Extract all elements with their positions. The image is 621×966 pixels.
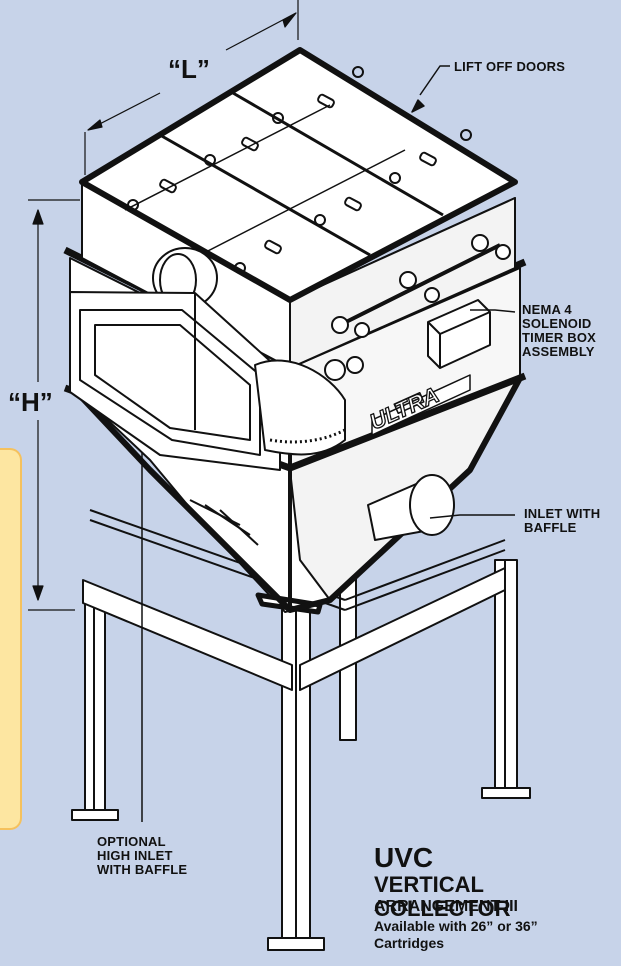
support-stand: [71, 388, 531, 951]
caption-subtitle: VERTICAL COLLECTOR: [374, 872, 511, 921]
front-inlet: [367, 474, 455, 541]
dimension-height-label: “H”: [8, 387, 53, 417]
logo-plate: [371, 374, 471, 436]
inlet-baffle-label: INLET WITH BAFFLE: [524, 506, 601, 535]
dimension-lines: [28, 0, 299, 611]
optional-inlet-label: OPTIONAL HIGH INLET WITH BAFFLE: [97, 834, 188, 877]
solenoid-box-label: NEMA 4 SOLENOID TIMER BOX ASSEMBLY: [522, 302, 597, 359]
caption-availability: Available with 26” or 36” Cartridges: [374, 918, 538, 951]
optional-high-inlet: [69, 291, 346, 471]
pulse-manifold: [324, 234, 511, 381]
dimension-length-label: “L”: [168, 54, 210, 84]
leader-lines: [411, 65, 516, 519]
caption-arrangement: ARRANGEMENT III: [374, 898, 518, 915]
side-note-tab: [0, 448, 22, 830]
caption-title: UVC: [374, 842, 434, 873]
lift-off-doors-label: LIFT OFF DOORS: [454, 59, 566, 74]
